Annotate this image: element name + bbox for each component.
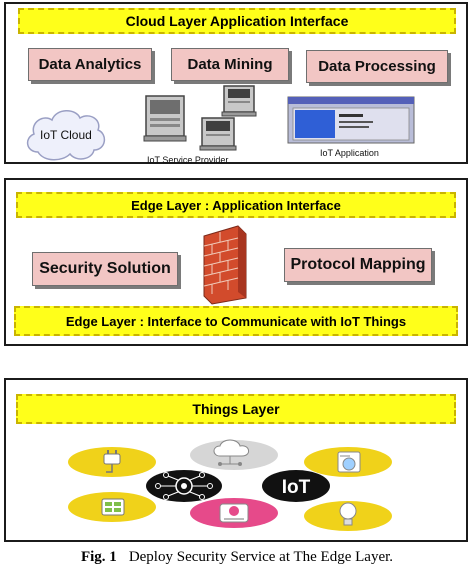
server-icon xyxy=(143,85,257,151)
edge-interface-banner: Edge Layer : Interface to Communicate wi… xyxy=(14,306,458,336)
light-bulb-icon xyxy=(339,502,357,526)
security-solution-label: Security Solution xyxy=(39,260,171,277)
figure-caption-text: Deploy Security Service at The Edge Laye… xyxy=(128,549,394,565)
network-hub-icon xyxy=(146,470,222,502)
protocol-mapping-box: Protocol Mapping xyxy=(284,248,432,282)
scale-icon xyxy=(219,503,249,523)
things-cluster: IoT xyxy=(68,439,392,531)
security-solution-box: Security Solution xyxy=(32,252,178,286)
things-layer-banner: Things Layer xyxy=(16,394,456,424)
cloud-layer-title: Cloud Layer Application Interface xyxy=(125,13,349,29)
cloud-icon xyxy=(213,439,249,466)
protocol-mapping-label: Protocol Mapping xyxy=(290,256,426,273)
edge-interface-label: Edge Layer : Interface to Communicate wi… xyxy=(65,313,407,329)
data-processing-label: Data Processing xyxy=(318,58,436,75)
things-layer-title: Things Layer xyxy=(192,401,280,417)
iot-badge-label: IoT xyxy=(282,477,311,498)
iot-service-provider-label: IoT Service Provider xyxy=(147,155,229,165)
edge-layer-banner: Edge Layer : Application Interface xyxy=(16,192,456,218)
application-window-icon xyxy=(287,96,415,144)
data-mining-label: Data Mining xyxy=(187,56,273,73)
edge-layer-panel: Edge Layer : Application Interface Secur… xyxy=(4,178,468,346)
figure-label: Fig. 1 xyxy=(80,549,117,565)
things-layer-panel: Things Layer xyxy=(4,378,468,542)
washing-machine-icon xyxy=(337,451,361,473)
data-analytics-label: Data Analytics xyxy=(38,56,142,73)
firewall-icon xyxy=(203,225,247,305)
plug-icon xyxy=(103,450,121,473)
data-mining-box: Data Mining xyxy=(171,48,289,81)
data-analytics-box: Data Analytics xyxy=(28,48,152,81)
cloud-layer-panel: Cloud Layer Application Interface Data A… xyxy=(4,2,468,165)
appliance-icon xyxy=(101,498,125,516)
cloud-layer-banner: Cloud Layer Application Interface xyxy=(18,8,456,34)
iot-badge xyxy=(262,470,330,502)
data-processing-box: Data Processing xyxy=(306,50,448,83)
edge-layer-title: Edge Layer : Application Interface xyxy=(131,197,341,213)
figure-caption: Fig. 1 Deploy Security Service at The Edg… xyxy=(0,549,474,566)
iot-cloud-icon xyxy=(26,110,106,161)
iot-cloud-label: IoT Cloud xyxy=(40,128,92,142)
iot-application-label: IoT Application xyxy=(320,148,379,158)
